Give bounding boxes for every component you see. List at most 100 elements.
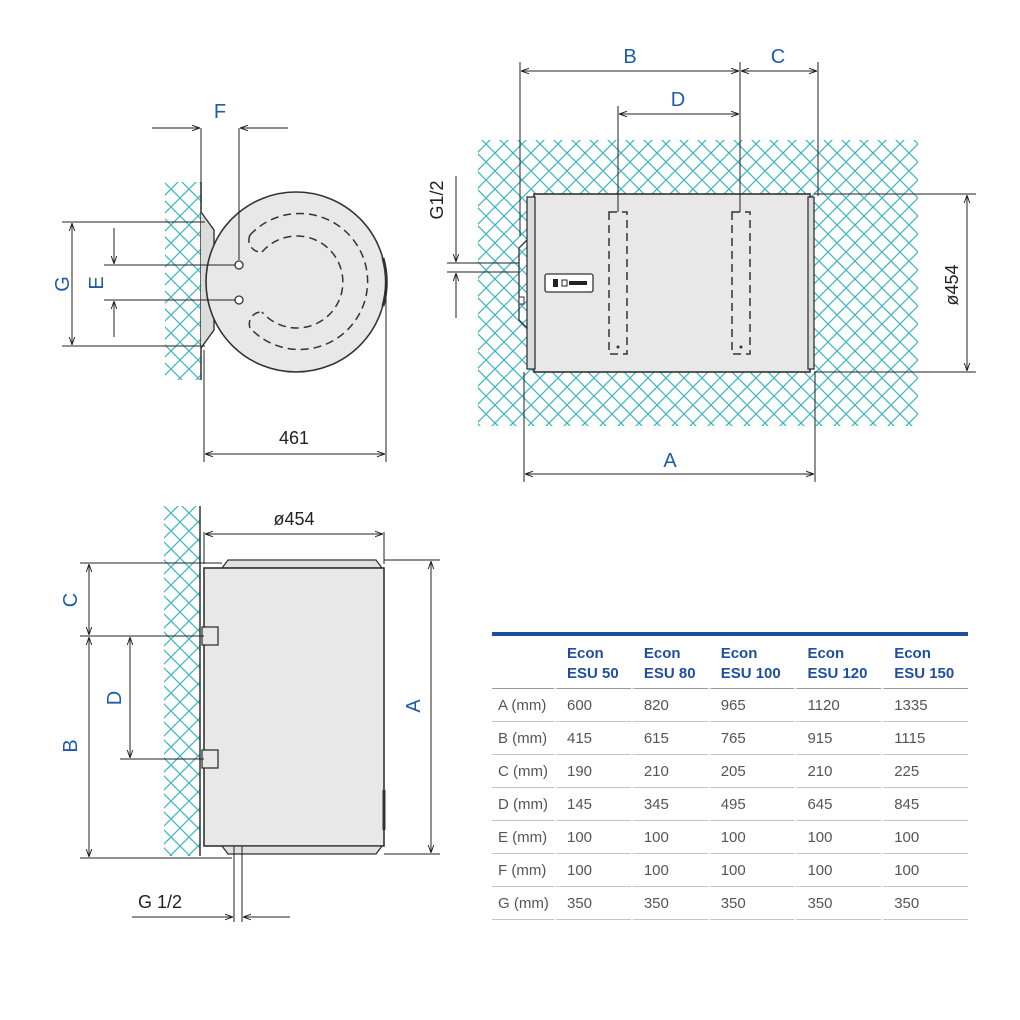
row-label: G (mm) [492, 887, 554, 920]
table-cell: 225 [881, 755, 968, 788]
pipe-outlet [234, 295, 244, 305]
dim-label-d: D [104, 691, 126, 705]
table-row: D (mm) 145 345 495 645 845 [492, 788, 968, 821]
table-cell: 350 [794, 887, 882, 920]
table-cell: 600 [554, 689, 631, 722]
table-cell: 210 [630, 755, 708, 788]
display-bar-icon [569, 281, 587, 285]
table-cell: 350 [707, 887, 795, 920]
wall-hatch [164, 506, 200, 856]
table-cell: 1335 [881, 689, 968, 722]
table-cell: 765 [707, 722, 795, 755]
dim-label-e: E [86, 276, 108, 289]
table-cell: 1120 [794, 689, 882, 722]
table-cell: 100 [881, 821, 968, 854]
dim-label-g12: G 1/2 [138, 892, 182, 912]
tank-top-cap [220, 559, 384, 569]
table-cell: 350 [630, 887, 708, 920]
pipe-upper-stub [201, 626, 219, 646]
row-label: C (mm) [492, 755, 554, 788]
table-cell: 100 [707, 821, 795, 854]
table-cell: 145 [554, 788, 631, 821]
table-cell: 100 [554, 821, 631, 854]
table-cell: 210 [794, 755, 882, 788]
side-stub [518, 296, 525, 305]
tank-bottom-cap [220, 845, 384, 855]
dim-label-diameter: ø454 [942, 264, 962, 305]
table-corner-cell [492, 636, 554, 689]
table-cell: 1115 [881, 722, 968, 755]
table-cell: 350 [881, 887, 968, 920]
table-cell: 100 [630, 821, 708, 854]
row-label: F (mm) [492, 854, 554, 887]
table-row: A (mm) 600 820 965 1120 1335 [492, 689, 968, 722]
table-cell: 100 [554, 854, 631, 887]
row-label: A (mm) [492, 689, 554, 722]
thermostat-knob-icon [553, 279, 558, 287]
table-cell: 915 [794, 722, 882, 755]
mounting-slot-dashed [731, 211, 751, 355]
table-cell: 100 [630, 854, 708, 887]
table-cell: 350 [554, 887, 631, 920]
table-row: E (mm) 100 100 100 100 100 [492, 821, 968, 854]
dim-label-g: G [52, 276, 74, 292]
inner-coil-dashed [248, 234, 263, 253]
side-flange [518, 239, 528, 329]
row-label: D (mm) [492, 788, 554, 821]
table-cell: 100 [794, 821, 882, 854]
table-cell: 100 [707, 854, 795, 887]
dim-label-g12: G1/2 [427, 180, 447, 219]
front-view: ø454 C D B A G 1/2 [60, 506, 440, 922]
tank-body [203, 567, 385, 847]
dim-label-b: B [60, 739, 82, 752]
tank-circle [205, 191, 387, 373]
tank-end-cap [807, 196, 815, 370]
inner-coil-dashed [248, 311, 263, 329]
mounting-slot-dashed [608, 211, 628, 355]
dim-label-a: A [403, 699, 425, 713]
table-cell: 190 [554, 755, 631, 788]
row-label: E (mm) [492, 821, 554, 854]
dim-label-d: D [671, 89, 685, 111]
tank-end-cap [526, 196, 536, 370]
dim-label-c: C [771, 46, 785, 68]
table-row: C (mm) 190 210 205 210 225 [492, 755, 968, 788]
dim-label-f: F [214, 101, 226, 123]
wall-hatch [165, 182, 201, 380]
table-cell: 345 [630, 788, 708, 821]
table-cell: 100 [881, 854, 968, 887]
dim-label-diameter: ø454 [273, 509, 314, 529]
table-cell: 965 [707, 689, 795, 722]
pipe-lower-stub [201, 749, 219, 769]
row-label: B (mm) [492, 722, 554, 755]
dim-label-depth: 461 [279, 428, 309, 448]
inner-coil-dashed [261, 235, 344, 329]
indicator-icon [561, 279, 568, 287]
dim-label-b: B [623, 46, 636, 68]
dim-label-a: A [663, 450, 677, 472]
table-row: F (mm) 100 100 100 100 100 [492, 854, 968, 887]
table-cell: 100 [794, 854, 882, 887]
table-cell: 820 [630, 689, 708, 722]
dim-label-c: C [60, 593, 82, 607]
side-view: G1/2 B C D ø454 A [427, 46, 976, 482]
table-row: G (mm) 350 350 350 350 350 [492, 887, 968, 920]
table-cell: 645 [794, 788, 882, 821]
table-cell: 415 [554, 722, 631, 755]
table-cell: 205 [707, 755, 795, 788]
end-view: F G E 461 [52, 101, 388, 462]
pipe-inlet [234, 260, 244, 270]
table-row: B (mm) 415 615 765 915 1115 [492, 722, 968, 755]
table-cell: 845 [881, 788, 968, 821]
inner-coil-dashed [249, 212, 369, 351]
table-cell: 495 [707, 788, 795, 821]
